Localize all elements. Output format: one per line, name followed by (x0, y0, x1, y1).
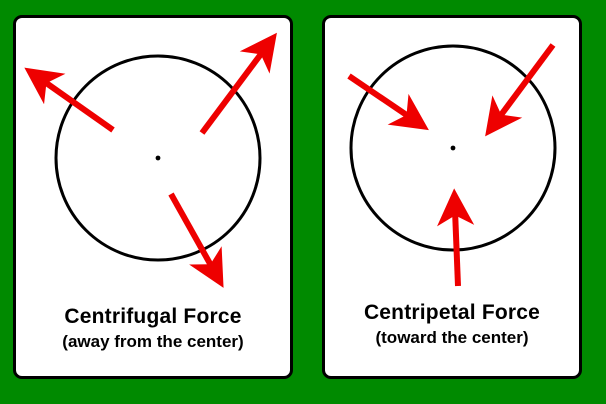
arrow-upper-right-outward (199, 32, 277, 135)
caption-centrifugal: Centrifugal Force (away from the center) (16, 304, 290, 354)
arrow-upper-right-inward (485, 43, 556, 137)
panel-subtitle: (away from the center) (62, 332, 244, 351)
panel-centrifugal: Centrifugal Force (away from the center) (13, 15, 293, 379)
panel-title: Centripetal Force (363, 301, 541, 324)
arrow-bottom-inward (437, 188, 475, 287)
arrow-lower-outward (168, 192, 224, 288)
center-dot (450, 145, 456, 151)
circle-outline (349, 44, 557, 252)
center-dot (155, 155, 161, 161)
circle-outline (54, 54, 262, 262)
caption-centripetal: Centripetal Force (toward the center) (325, 300, 579, 350)
panel-subtitle: (toward the center) (375, 328, 529, 347)
panel-centripetal: Centripetal Force (toward the center) (322, 15, 582, 379)
arrow-upper-left-inward (347, 73, 429, 131)
arrow-upper-left-outward (24, 67, 115, 133)
panel-title: Centrifugal Force (64, 305, 242, 328)
